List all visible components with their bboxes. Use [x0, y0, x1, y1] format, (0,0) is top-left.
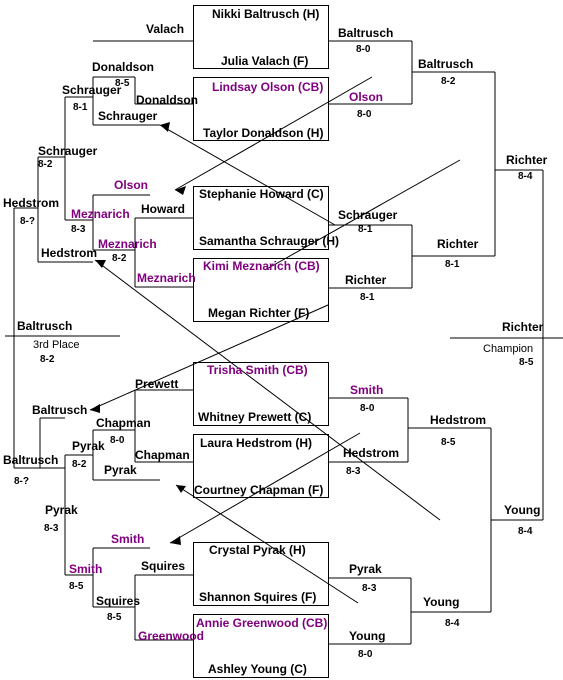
player-name: Samantha Schrauger (H): [199, 234, 340, 248]
match-score: 8-1: [360, 292, 375, 303]
winner-name: Smith: [350, 383, 384, 397]
consolation-name: Donaldson: [92, 60, 154, 74]
match-score: 8-4: [518, 171, 533, 182]
consolation-name: Smith: [69, 562, 103, 576]
consolation-name: Schrauger: [62, 83, 122, 97]
consolation-name: Chapman: [96, 416, 151, 430]
consolation-score: 8-5: [69, 581, 84, 592]
consolation-name: Greenwood: [138, 629, 205, 643]
player-name: Annie Greenwood (CB): [196, 616, 328, 630]
consolation-name: Donaldson: [136, 93, 198, 107]
consolation-name: Prewett: [135, 377, 179, 391]
consolation-name: Meznarich: [71, 207, 130, 221]
consolation-name: Chapman: [135, 448, 190, 462]
consolation-score: 8-1: [73, 102, 88, 113]
consolation-score: 8-2: [38, 159, 53, 170]
match-score: 8-4: [518, 526, 533, 537]
player-name: Shannon Squires (F): [199, 590, 317, 604]
consolation-score: 8-3: [44, 523, 59, 534]
winner-name: Richter: [506, 153, 548, 167]
match-score: 8-3: [346, 466, 361, 477]
match-score: 8-0: [360, 403, 375, 414]
player-name: Lindsay Olson (CB): [212, 80, 324, 94]
consolation-name: Valach: [146, 22, 185, 36]
player-name: Courtney Chapman (F): [194, 483, 324, 497]
match-score: 8-1: [358, 224, 373, 235]
consolation-score: 8-5: [107, 612, 122, 623]
match-score: 8-5: [441, 437, 456, 448]
consolation-name: Pyrak: [72, 439, 105, 453]
player-name: Crystal Pyrak (H): [209, 543, 306, 557]
winner-name: Young: [349, 629, 386, 643]
consolation-name: Olson: [114, 178, 149, 192]
player-name: Julia Valach (F): [221, 54, 309, 68]
match-score: 8-3: [362, 583, 377, 594]
winner-name: Schrauger: [338, 208, 398, 222]
consolation-score: 8-?: [20, 216, 35, 227]
winner-name: Richter: [345, 273, 387, 287]
consolation-score: 8-5: [115, 78, 130, 89]
consolation-score: 8-2: [72, 459, 87, 470]
winner-name: Hedstrom: [430, 413, 487, 427]
winner-name: Young: [504, 503, 541, 517]
player-name: Stephanie Howard (C): [199, 187, 324, 201]
match-score: 8-0: [358, 649, 373, 660]
third-place-score: 8-2: [40, 354, 55, 365]
consolation-name: Baltrusch: [32, 403, 88, 417]
consolation-name: Squires: [96, 594, 141, 608]
match-score: 8-0: [357, 109, 372, 120]
player-name: Nikki Baltrusch (H): [212, 7, 320, 21]
consolation-name: Smith: [111, 532, 145, 546]
third-place-name: Baltrusch: [17, 319, 73, 333]
consolation-name: Hedstrom: [3, 196, 60, 210]
player-name: Megan Richter (F): [208, 306, 310, 320]
match-box-5: [193, 362, 329, 426]
player-name: Trisha Smith (CB): [207, 363, 308, 377]
consolation-score: 8-2: [112, 253, 127, 264]
consolation-name: Hedstrom: [41, 246, 98, 260]
winner-name: Baltrusch: [338, 26, 394, 40]
consolation-score: 8-3: [71, 224, 86, 235]
match-box-1: [193, 5, 329, 69]
consolation-score: 8-?: [14, 476, 29, 487]
match-box-8: [193, 614, 329, 678]
consolation-name: Baltrusch: [3, 453, 59, 467]
champion-name: Richter: [502, 320, 544, 334]
match-score: 8-2: [441, 76, 456, 87]
winner-name: Richter: [437, 237, 479, 251]
match-score: 8-4: [445, 618, 460, 629]
winner-name: Pyrak: [349, 562, 382, 576]
match-box-7: [193, 542, 329, 606]
champion-score: 8-5: [519, 357, 534, 368]
winner-name: Hedstrom: [343, 446, 400, 460]
winner-name: Baltrusch: [418, 57, 474, 71]
consolation-name: Meznarich: [98, 237, 157, 251]
champion-label: Champion: [483, 343, 534, 355]
match-score: 8-0: [356, 44, 371, 55]
consolation-name: Howard: [141, 202, 186, 216]
player-name: Ashley Young (C): [208, 662, 307, 676]
third-place-label: 3rd Place: [33, 339, 80, 351]
consolation-name: Pyrak: [45, 503, 78, 517]
winner-name: Olson: [349, 90, 384, 104]
player-name: Laura Hedstrom (H): [200, 436, 313, 450]
player-name: Whitney Prewett (C): [198, 410, 312, 424]
match-score: 8-1: [445, 259, 460, 270]
consolation-name: Meznarich: [137, 271, 196, 285]
match-box-4: [193, 258, 329, 322]
winner-name: Young: [423, 595, 460, 609]
consolation-name: Schrauger: [98, 109, 158, 123]
player-name: Kimi Meznarich (CB): [203, 259, 320, 273]
consolation-name: Squires: [141, 559, 186, 573]
consolation-name: Pyrak: [104, 463, 137, 477]
match-box-6: [193, 434, 329, 498]
consolation-score: 8-0: [110, 435, 125, 446]
match-box-2: [193, 77, 329, 141]
match-box-3: [193, 186, 329, 250]
consolation-name: Schrauger: [38, 144, 98, 158]
player-name: Taylor Donaldson (H): [203, 126, 324, 140]
